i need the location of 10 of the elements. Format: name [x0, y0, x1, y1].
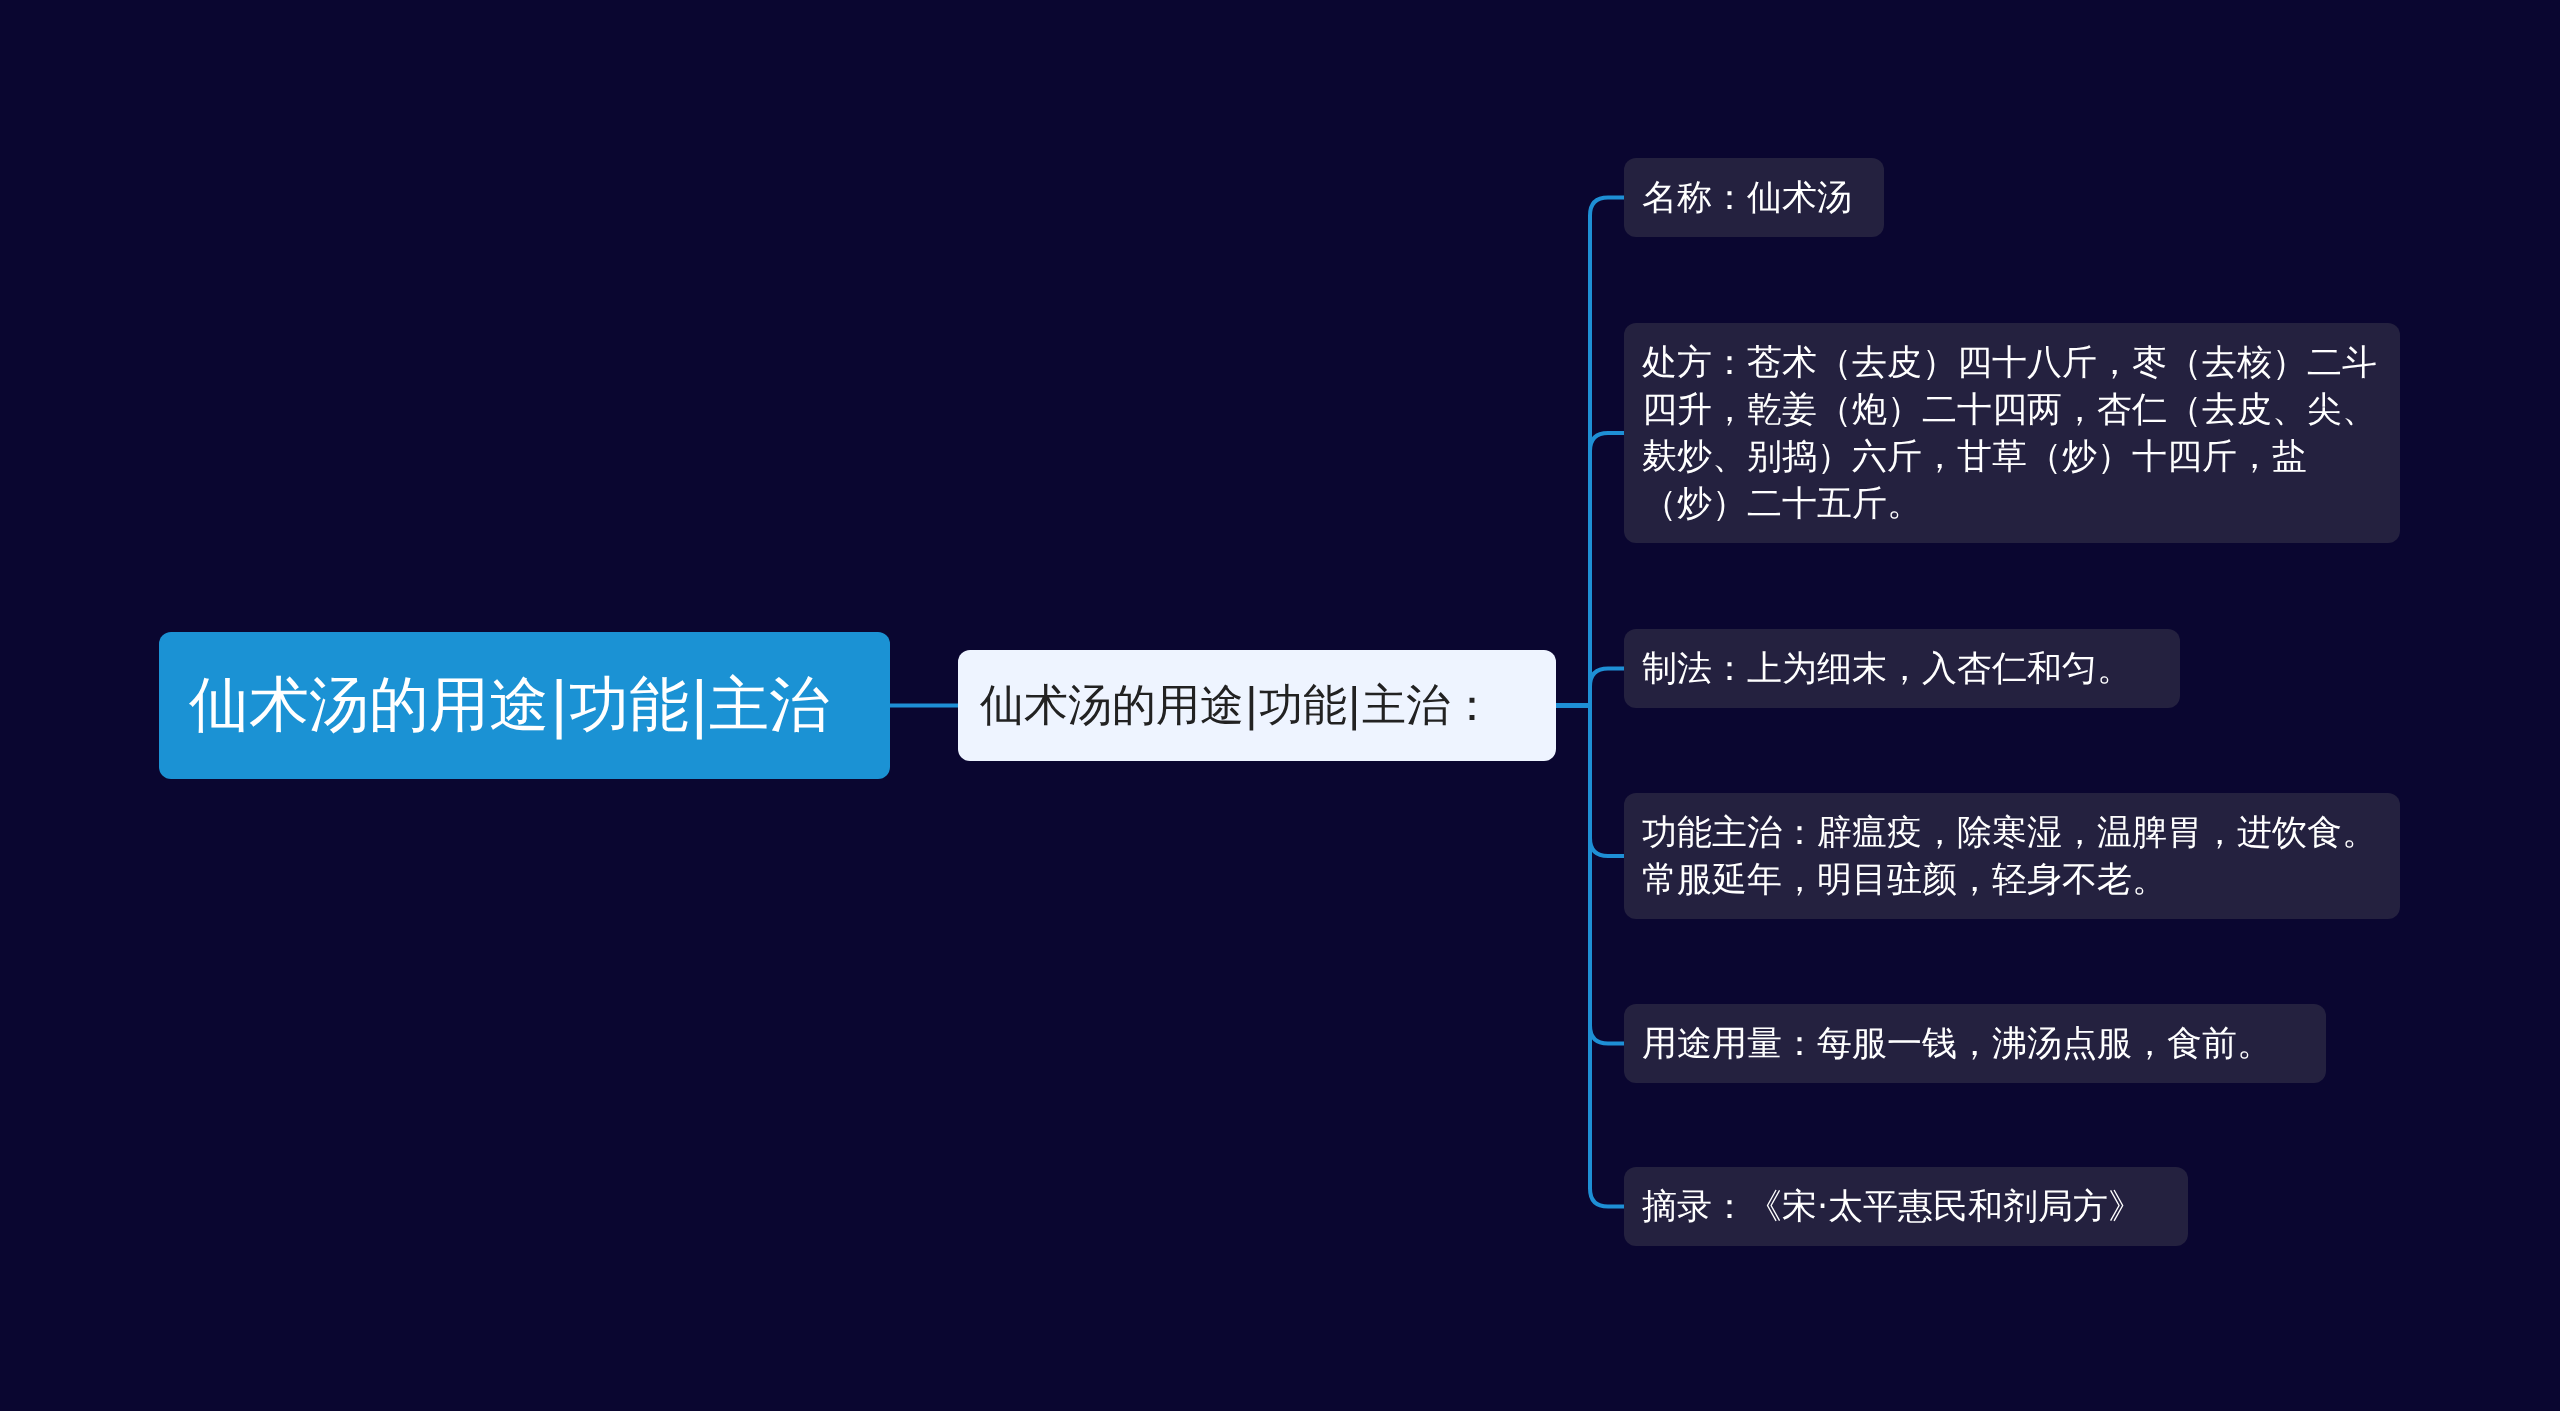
subtopic-box: 制法：上为细末，入杏仁和匀。	[1624, 629, 2180, 708]
connector-line	[890, 703, 958, 708]
subtopic-box: 摘录：《宋·太平惠民和剂局方》	[1624, 1167, 2188, 1246]
subtopic-box: 用途用量：每服一钱，沸汤点服，食前。	[1624, 1004, 2326, 1083]
subtopic-box: 名称：仙术汤	[1624, 158, 1884, 237]
connector-line	[1556, 703, 1624, 1209]
subtopic-box: 功能主治：辟瘟疫，除寒湿，温脾胃，进饮食。常服延年，明目驻颜，轻身不老。	[1624, 793, 2400, 919]
root-topic-box: 仙术汤的用途|功能|主治	[159, 632, 890, 779]
subtopic-box: 处方：苍术（去皮）四十八斤，枣（去核）二斗四升，乾姜（炮）二十四两，杏仁（去皮、尖、麸炒、别捣）六斤，甘草（炒）十四斤，盐（炒）二十五斤。	[1624, 323, 2400, 543]
topic-box: 仙术汤的用途|功能|主治：	[958, 650, 1556, 761]
